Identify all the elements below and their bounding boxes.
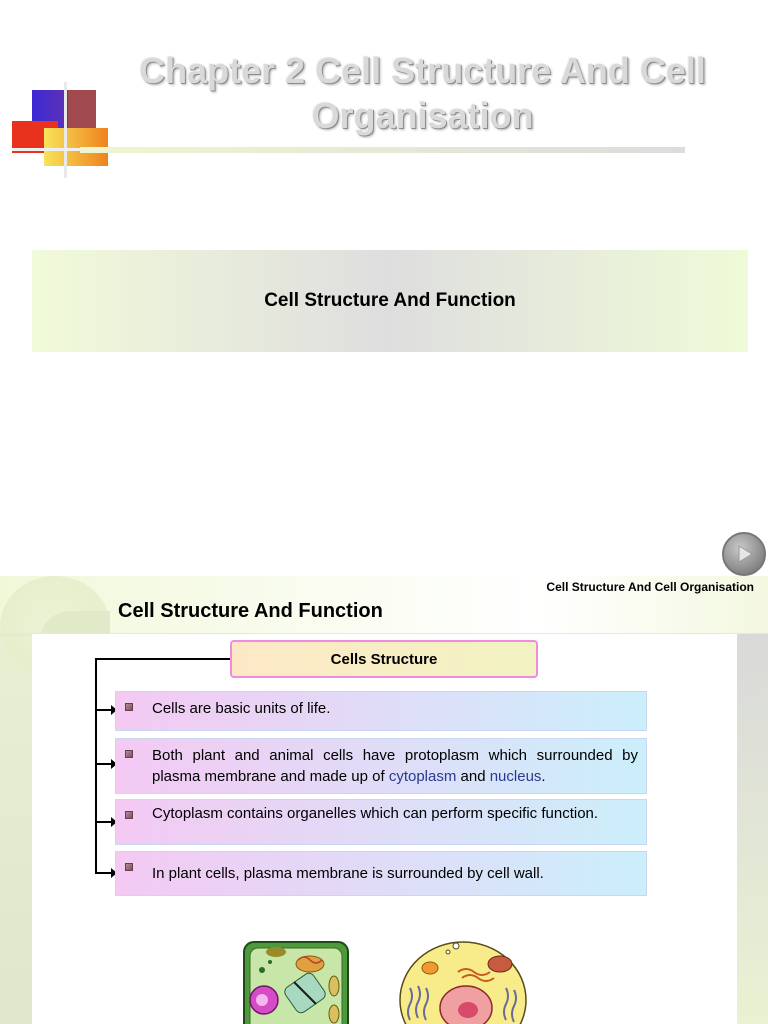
connector-line [95,658,97,874]
plant-cell-diagram [243,941,349,1024]
bullet-text: Cells are basic units of life. [152,700,331,717]
arrow-icon [97,705,117,715]
play-icon [738,545,753,563]
slide-heading: Cell Structure And Function [118,600,383,622]
bullet-icon [125,703,133,711]
slide-header-band [0,576,768,634]
content-slide: Cell Structure And Cell Organisation Cel… [0,576,768,1024]
slide-title: Chapter 2 Cell Structure And Cell Organi… [139,50,706,136]
side-bar [737,634,768,1024]
connector-line [95,658,230,660]
bullet-text: Cytoplasm contains organelles which can … [152,805,599,822]
list-item: Cytoplasm contains organelles which can … [115,799,647,845]
list-item: In plant cells, plasma membrane is surro… [115,851,647,896]
list-item: Cells are basic units of life. [115,691,647,731]
slide-subtitle: Cell Structure And Function [264,290,516,311]
next-slide-button[interactable] [722,532,766,576]
cells-structure-label: Cells Structure [330,650,438,668]
cells-structure-box: Cells Structure [230,640,538,678]
title-divider [80,147,685,153]
arrow-icon [97,759,117,769]
list-item: Both plant and animal cells have protopl… [115,738,647,794]
arrow-icon [97,817,117,827]
bullet-text: Both plant and animal cells have protopl… [152,747,638,785]
subtitle-band: Cell Structure And Function [32,250,748,352]
animal-cell-diagram [399,941,527,1024]
arrow-icon [97,868,117,878]
title-slide: Chapter 2 Cell Structure And Cell Organi… [12,50,766,576]
bullet-icon [125,863,133,871]
bullet-text: In plant cells, plasma membrane is surro… [152,865,544,882]
bullet-icon [125,750,133,758]
term-nucleus: nucleus [489,768,542,785]
presentation-title: Cell Structure And Cell Organisation [546,580,754,594]
term-cytoplasm: cytoplasm [388,768,457,785]
bullet-icon [125,811,133,819]
